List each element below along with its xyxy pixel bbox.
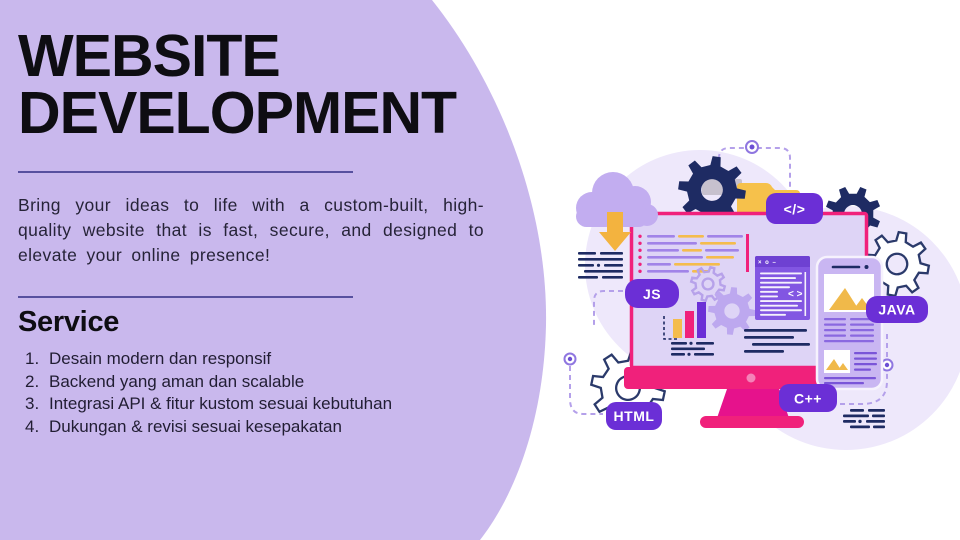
connector-node bbox=[745, 140, 759, 154]
list-item: 1. Desain modern dan responsif bbox=[18, 348, 488, 371]
badge-js: JS bbox=[625, 279, 679, 308]
badge-cpp: C++ bbox=[779, 384, 837, 412]
image-placeholder-icon bbox=[824, 274, 874, 312]
badge-java-label: JAVA bbox=[878, 302, 915, 318]
monitor-base bbox=[700, 416, 804, 428]
purple-panel-shape bbox=[0, 0, 547, 540]
code-snippet-glyph: < > bbox=[788, 289, 803, 300]
list-item-number: 4. bbox=[25, 416, 40, 436]
title-line-2: DEVELOPMENT bbox=[18, 80, 457, 146]
list-item-label: Backend yang aman dan scalable bbox=[49, 371, 305, 391]
dashed-connector-left bbox=[569, 290, 623, 415]
power-dot bbox=[746, 373, 756, 383]
badge-code: </> bbox=[766, 193, 823, 224]
list-item-label: Dukungan & revisi sesuai kesepakatan bbox=[49, 416, 342, 436]
smartphone-icon bbox=[815, 255, 884, 391]
monitor-icon: × o – < > bbox=[624, 211, 874, 428]
badge-cpp-label: C++ bbox=[794, 391, 822, 407]
badge-html: HTML bbox=[606, 402, 662, 430]
text-lines-icon bbox=[578, 252, 623, 279]
list-item-number: 1. bbox=[25, 349, 40, 368]
list-item: 4. Dukungan & revisi sesuai kesepakatan bbox=[18, 416, 488, 439]
code-window-icon: × o – < > bbox=[755, 256, 810, 320]
service-heading: Service bbox=[18, 306, 120, 338]
badge-js-label: JS bbox=[643, 286, 661, 302]
dashed-connector-right bbox=[840, 332, 888, 405]
connector-node bbox=[563, 352, 577, 366]
text-lines-icon bbox=[671, 341, 714, 356]
list-item-label: Integrasi API & fitur kustom sesuai kebu… bbox=[49, 394, 393, 413]
title-line-1: WEBSITE bbox=[18, 23, 281, 89]
badge-code-label: </> bbox=[784, 201, 806, 217]
service-list: 1. Desain modern dan responsif 2. Backen… bbox=[18, 348, 488, 438]
text-lines-icon bbox=[843, 409, 885, 429]
divider bbox=[18, 296, 353, 298]
list-item: 2. Backend yang aman dan scalable bbox=[18, 371, 488, 394]
cloud-download-icon bbox=[576, 172, 658, 251]
badge-java: JAVA bbox=[866, 296, 928, 323]
monitor-stand bbox=[717, 389, 789, 418]
image-placeholder-icon bbox=[824, 350, 850, 373]
page-title: WEBSITE DEVELOPMENT bbox=[18, 23, 457, 146]
code-lines bbox=[638, 234, 749, 273]
divider bbox=[18, 171, 353, 173]
bar-chart-icon bbox=[663, 302, 706, 340]
list-item: 3. Integrasi API & fitur kustom sesuai k… bbox=[18, 393, 488, 416]
download-arrow-icon bbox=[599, 212, 631, 251]
text-lines-icon bbox=[744, 329, 810, 353]
intro-paragraph: Bring your ideas to life with a custom-b… bbox=[18, 195, 484, 265]
list-item-label: Desain modern dan responsif bbox=[49, 349, 272, 368]
list-item-number: 2. bbox=[25, 371, 40, 391]
window-controls: × o – bbox=[758, 260, 777, 266]
list-item-number: 3. bbox=[25, 394, 40, 413]
badge-html-label: HTML bbox=[614, 408, 655, 424]
